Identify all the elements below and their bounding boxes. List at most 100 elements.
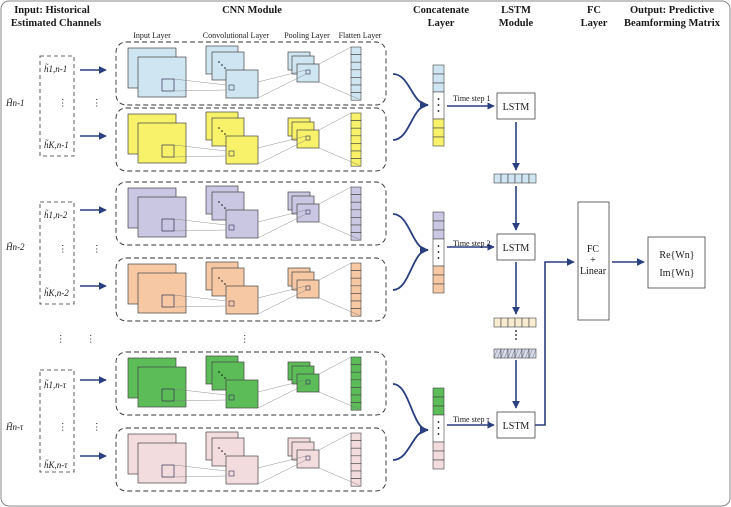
hidden-state-cell [493,348,502,359]
merge-curve [392,245,429,291]
ellipsis: ⋮ [58,423,68,433]
cnn-block-container [115,107,387,172]
conv-kernel [228,84,235,91]
concat-cell [432,283,445,294]
connection-line [257,455,307,469]
fc-label: FC [587,244,600,255]
hidden-state-cell [507,173,516,184]
flatten-cell [350,262,362,271]
connection-line [173,475,227,478]
connection-line [318,297,362,317]
receptive-field [161,294,175,308]
channel-vector-top: h̃1,n-1 [44,64,67,74]
concat-cell [432,211,445,222]
header-input-line2: Estimated Channels [11,18,101,29]
flatten-cell [350,150,362,159]
conv-map [225,285,259,315]
ellipsis: ⋮ [92,99,102,109]
receptive-field [161,144,175,158]
header-cnn: CNN Module [222,5,282,16]
header-fc-line1: FC [587,5,601,16]
flatten-cell [350,69,362,78]
conv-dot [221,204,223,206]
receptive-field [161,388,175,402]
input-vector-group-box [39,369,75,473]
concat-cell [432,136,445,147]
concat-dot [437,110,440,112]
cnn-label-pool: Pooling Layer [284,31,330,40]
conv-dot [218,201,220,203]
ellipsis: ⋮ [56,335,66,345]
lstm-dot [515,330,517,332]
flatten-cell [350,364,362,373]
hidden-state-cell [500,348,509,359]
conv-kernel [228,150,235,157]
flatten-cell [350,224,362,233]
channel-matrix-label: H̃n-τ [5,422,24,432]
flatten-cell [350,135,362,144]
ellipsis: ⋮ [92,423,102,433]
hatch-line [525,348,530,359]
header-output-line1: Output: Predictive [630,5,714,16]
flatten-cell [350,217,362,226]
hatch-line [532,348,537,359]
header-output-line2: Beamforming Matrix [624,18,721,29]
pool-kernel [305,455,311,461]
pool-map [296,63,320,83]
conv-kernel [228,300,235,307]
hidden-state-cell [528,173,537,184]
connection-line [173,229,227,232]
connection-line [173,305,227,308]
pool-map [296,203,320,223]
connection-line [318,186,352,205]
hidden-state-cell [521,348,530,359]
receptive-field [161,218,175,232]
channel-vector-bottom: h̃K,n-1 [44,140,69,150]
flatten-cell [350,84,362,93]
hatch-line [500,348,505,359]
header-concat-line2: Layer [428,18,455,29]
pool-map [296,279,320,299]
connection-line [257,135,307,149]
hatch-line [504,348,509,359]
channel-vector-top: h̃1,n-2 [44,210,68,220]
connection-line [257,285,307,299]
concat-cell [432,64,445,75]
concat-cell [432,82,445,93]
header-lstm-line2: Module [499,18,534,29]
connection-line [318,81,362,101]
flatten-cell [350,394,362,403]
merge-curve [392,383,429,431]
hidden-state-cell [514,173,523,184]
connection-line [173,399,227,402]
conv-map [225,379,259,409]
concat-dot [437,104,440,106]
cnn-block-container [115,427,387,492]
conv-dot [224,453,226,455]
channel-matrix-label: H̃n-2 [5,242,25,252]
hatch-line [507,348,512,359]
channel-vector-bottom: h̃K,n-2 [44,288,69,298]
flatten-cell [350,402,362,411]
flatten-cell [350,120,362,129]
channel-matrix-label: H̃n-1 [5,98,25,108]
conv-dot [221,130,223,132]
flatten-cell [350,194,362,203]
concat-dot [437,433,440,435]
concat-cell [432,441,445,452]
conv-dot [218,447,220,449]
conv-dot [221,450,223,452]
flatten-cell [350,447,362,457]
flatten-cell [350,112,362,121]
flatten-cell [350,143,362,152]
flatten-cell [350,356,362,365]
concat-cell [432,73,445,84]
conv-dot [218,61,220,63]
connection-line [173,155,227,158]
concat-cell [432,450,445,461]
cnn-block-container [115,41,387,106]
conv-dot [224,207,226,209]
conv-map [225,135,259,165]
